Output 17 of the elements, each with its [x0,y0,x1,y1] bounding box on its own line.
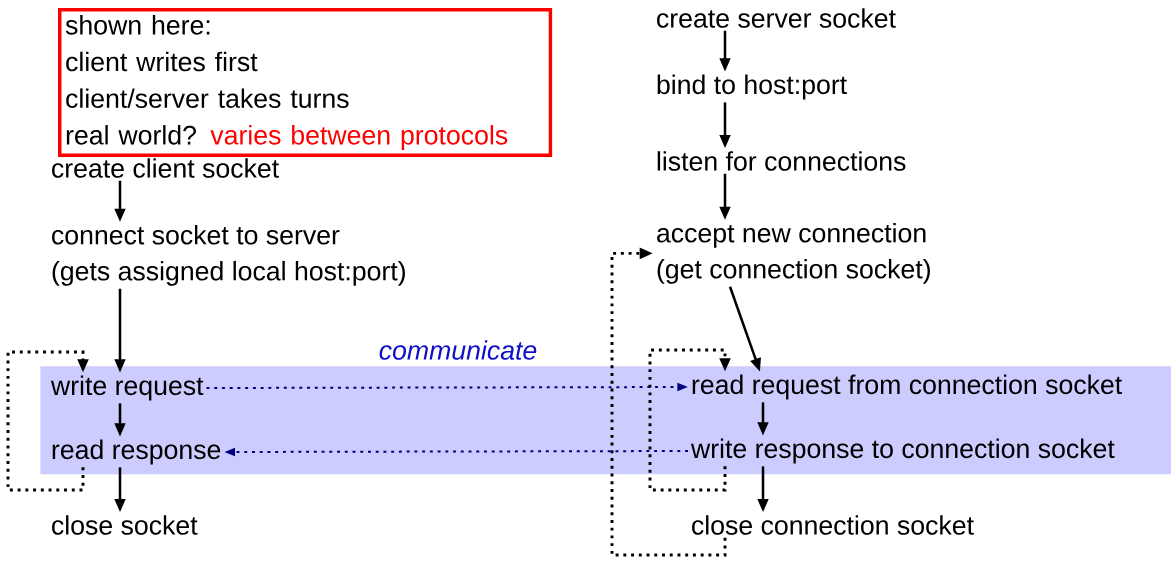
step-label: close connection socket [692,515,974,535]
step-label: listen for connections [657,151,906,171]
step-label: create server socket [657,8,896,28]
step-label: accept new connection (get connection socket) [657,222,930,284]
step-label: bind to host:port [657,74,847,100]
step-label: connect socket to server (gets assigned local host:port) [52,224,405,286]
step-label: close socket [52,515,198,535]
step-label: create client socket [52,158,279,178]
loop-arrow [610,247,727,557]
note-box: shown here: client writes first client/server takes turns real world? varies between protocols [58,8,553,157]
band-heading: communicate [379,340,537,360]
step-label: read response [52,439,221,465]
loop-arrow [6,350,89,492]
loop-arrow [648,348,731,492]
step-label: read request from connection socket [692,374,1122,400]
step-label: write response to connection socket [690,438,1115,464]
step-label: write request [50,375,204,401]
